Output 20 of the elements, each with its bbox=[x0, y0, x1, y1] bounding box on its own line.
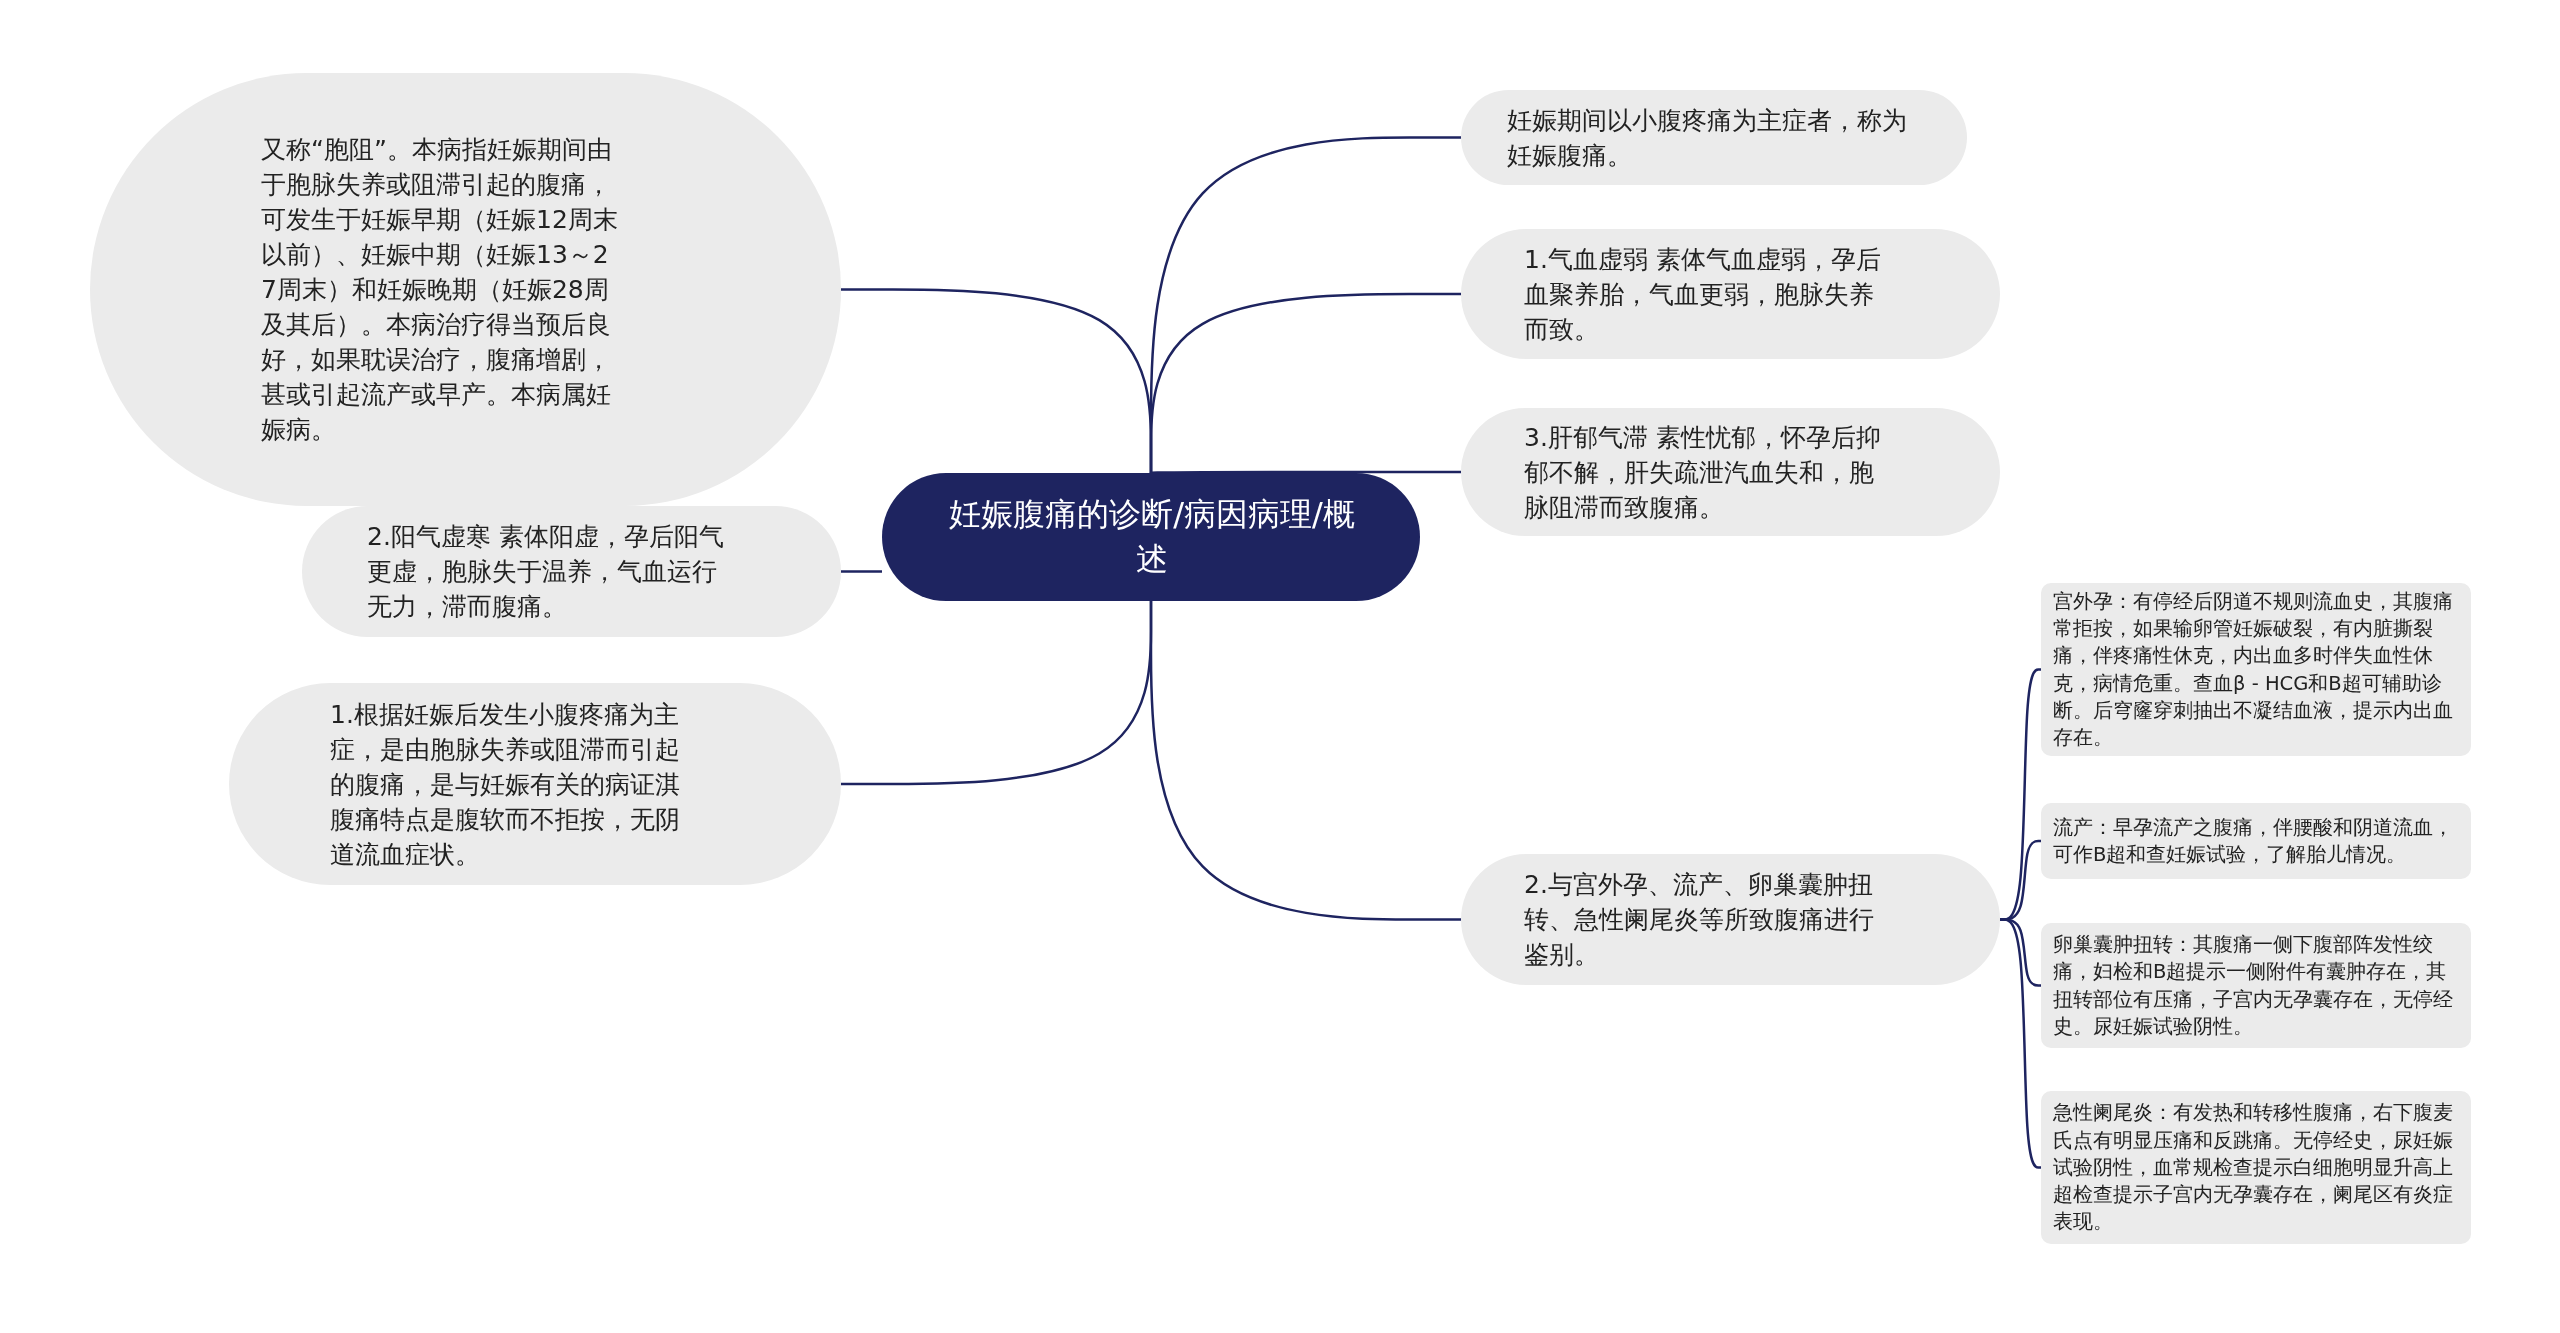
node-text: 又称“胞阻”。本病指妊娠期间由于胞脉失养或阻滞引起的腹痛，可发生于妊娠早期（妊娠12周末以前）、妊娠中期（妊娠13～27周末）和妊娠晚期（妊娠28周及其后）。本病治疗得当预后良好，如果耽误治疗，腹痛增剧，甚或引起流产或早产。本病属妊娠病。 bbox=[261, 134, 619, 446]
node-text: 1.气血虚弱 素体气血虚弱，孕后血聚养胎，气血更弱，胞脉失养而致。 bbox=[1524, 243, 1882, 346]
detail-node bbox=[2041, 923, 2471, 1048]
node-text: 宫外孕：有停经后阴道不规则流血史，其腹痛常拒按，如果输卵管妊娠破裂，有内脏撕裂痛，伴疼痛性休克，内出血多时伴失血性休克，病情危重。查血β - HCG和B超可辅助诊断。后穹窿穿刺抽出不凝结血液，提示内出血存在。 bbox=[2053, 588, 2454, 752]
node-text: 1.根据妊娠后发生小腹疼痛为主症，是由胞脉失养或阻滞而引起的腹痛，是与妊娠有关的病证淇腹痛特点是腹软而不拒按，无阴道流血症状。 bbox=[330, 698, 681, 871]
detail-node bbox=[2041, 803, 2471, 879]
node-text: 流产：早孕流产之腹痛，伴腰酸和阴道流血，可作B超和查妊娠试验，了解胎儿情况。 bbox=[2053, 814, 2454, 868]
connector-line bbox=[2000, 918, 2041, 1169]
connector-line bbox=[841, 288, 1153, 473]
node-text: 妊娠期间以小腹疼痛为主症者，称为妊娠腹痛。 bbox=[1507, 104, 1908, 172]
node-text: 急性阑尾炎：有发热和转移性腹痛，右下腹麦氏点有明显压痛和反跳痛。无停经史，尿妊娠试验阴性，血常规检查提示白细胞明显升高上超检查提示子宫内无孕囊存在，阑尾区有炎症表现。 bbox=[2053, 1100, 2454, 1236]
node-text: 妊娠腹痛的诊断/病因病理/概述 bbox=[948, 494, 1356, 580]
detail-node bbox=[2041, 1091, 2471, 1244]
node-text: 2.阳气虚寒 素体阳虚，孕后阳气更虚，胞脉失于温养，气血运行无力，滞而腹痛。 bbox=[367, 521, 725, 623]
node-text: 3.肝郁气滞 素性忧郁，怀孕后抑郁不解，肝失疏泄汽血失和，胞脉阻滞而致腹痛。 bbox=[1524, 421, 1882, 524]
connector-line bbox=[841, 570, 882, 573]
node-text: 2.与宫外孕、流产、卵巢囊肿扭转、急性阑尾炎等所致腹痛进行鉴别。 bbox=[1524, 869, 1875, 971]
connector-line bbox=[1149, 470, 1461, 475]
connector-line bbox=[841, 601, 1153, 786]
node-text: 卵巢囊肿扭转：其腹痛一侧下腹部阵发性绞痛，妇检和B超提示一侧附件有囊肿存在，其扭转部位有压痛，子宫内无孕囊存在，无停经史。尿妊娠试验阴性。 bbox=[2053, 931, 2454, 1040]
